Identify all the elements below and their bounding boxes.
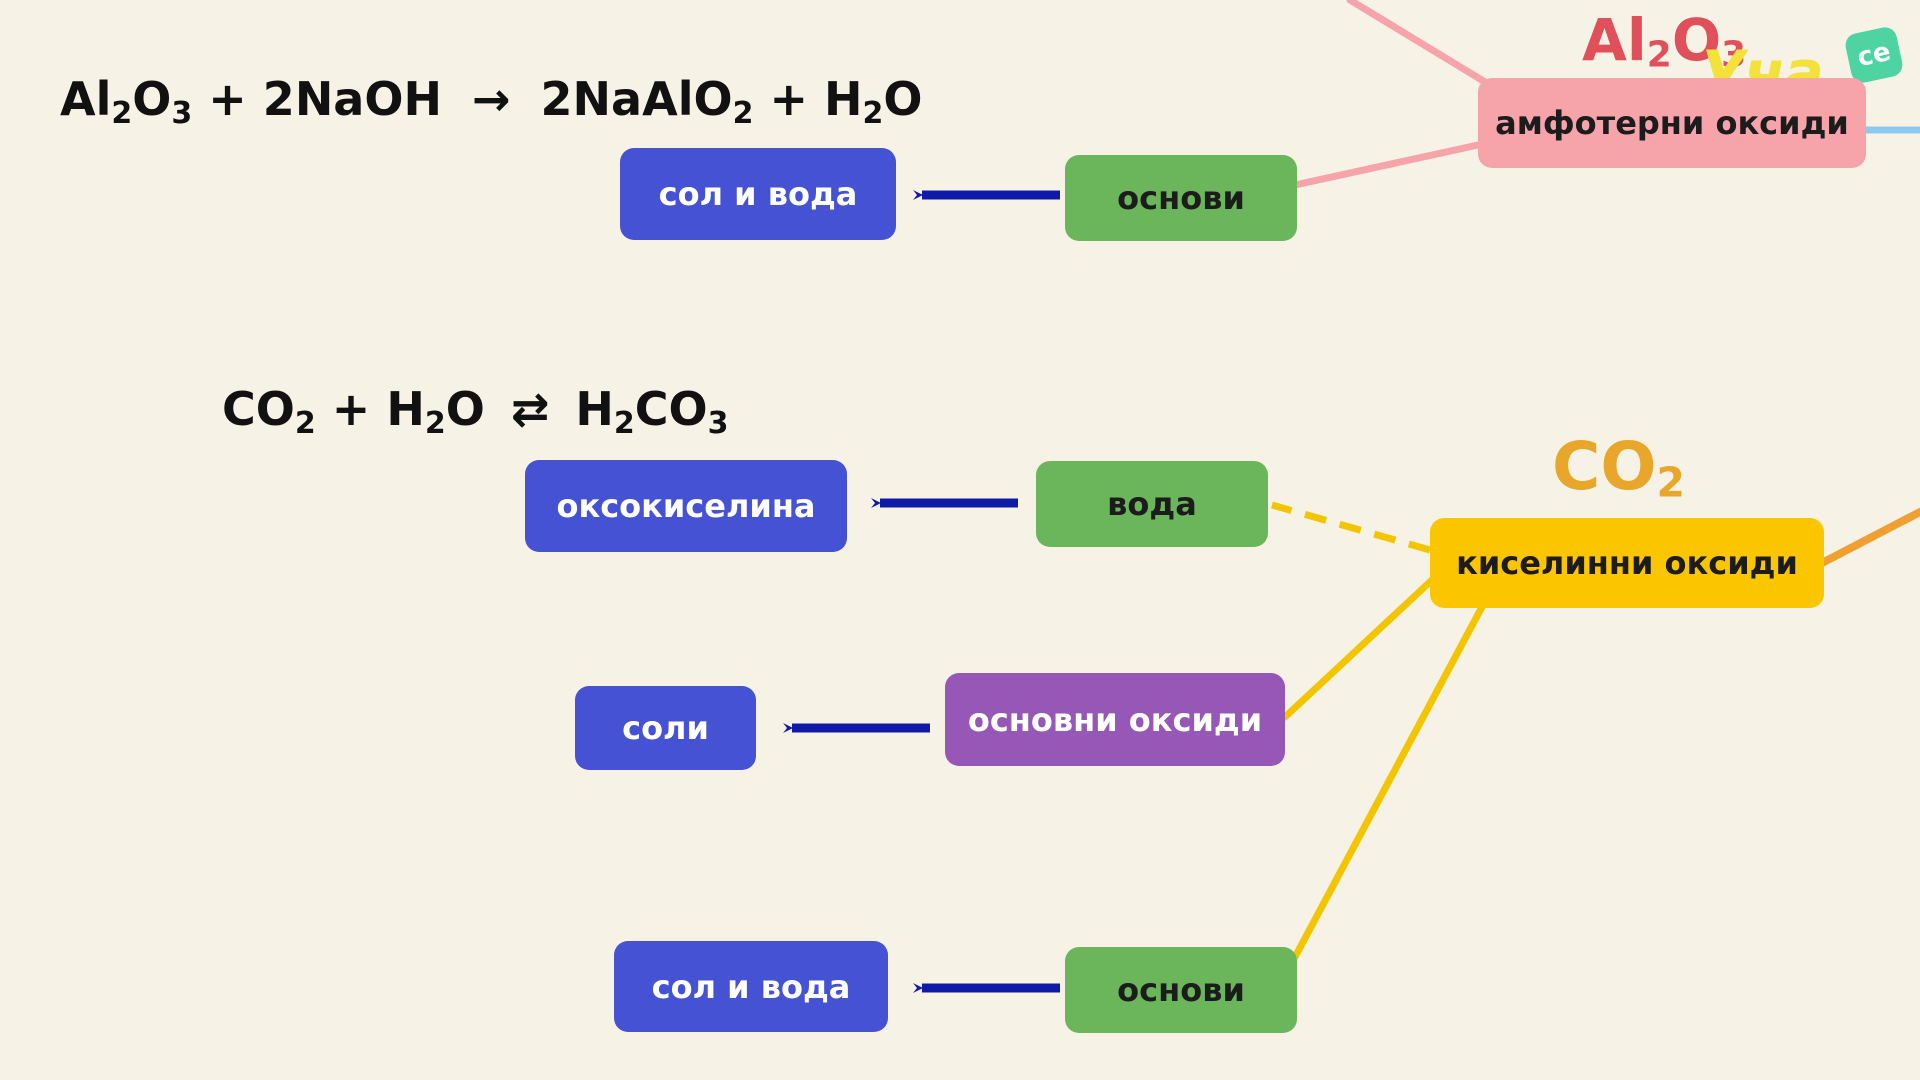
equation-al2o3-naoh: Al2O3 + 2NaOH → 2NaAlO2 + H2O <box>60 72 923 131</box>
node-label: основи <box>1117 179 1245 217</box>
node-label: амфотерни оксиди <box>1495 104 1849 142</box>
node-amphoteric-oxides: амфотерни оксиди <box>1478 78 1866 168</box>
logo-badge: се <box>1843 25 1905 85</box>
node-water: вода <box>1036 461 1268 547</box>
node-label: оксокиселина <box>556 487 816 525</box>
node-salt-and-water-top: сол и вода <box>620 148 896 240</box>
formula-al2o3: Al2O3 <box>1582 6 1747 76</box>
node-salts: соли <box>575 686 756 770</box>
link-acidic-basic-oxides <box>1281 576 1436 721</box>
link-acidic-bases <box>1291 601 1487 961</box>
formula-co2: CO2 <box>1552 428 1686 507</box>
reaction-arrow-icon: → <box>471 72 511 126</box>
link-amphoteric-top <box>1346 0 1494 89</box>
node-label: основи <box>1117 971 1245 1009</box>
node-label: сол и вода <box>651 967 851 1006</box>
node-label: основни оксиди <box>967 700 1263 739</box>
link-acidic-water <box>1271 501 1431 554</box>
node-label: киселинни оксиди <box>1456 544 1798 582</box>
equation-co2-h2o: CO2 + H2O ⇄ H2CO3 <box>222 382 729 441</box>
node-bases-bottom: основи <box>1065 947 1297 1033</box>
node-acidic-oxides: киселинни оксиди <box>1430 518 1824 608</box>
link-acidic-right <box>1818 508 1920 567</box>
link-amphoteric-bases <box>1291 141 1482 189</box>
node-label: соли <box>622 709 709 747</box>
node-bases-top: основи <box>1065 155 1297 241</box>
equilibrium-arrow-icon: ⇄ <box>510 382 550 436</box>
node-label: сол и вода <box>658 175 858 213</box>
node-label: вода <box>1107 485 1197 523</box>
node-oxoacid: оксокиселина <box>525 460 847 552</box>
node-salt-and-water-bottom: сол и вода <box>614 941 888 1032</box>
node-basic-oxides: основни оксиди <box>945 673 1285 766</box>
